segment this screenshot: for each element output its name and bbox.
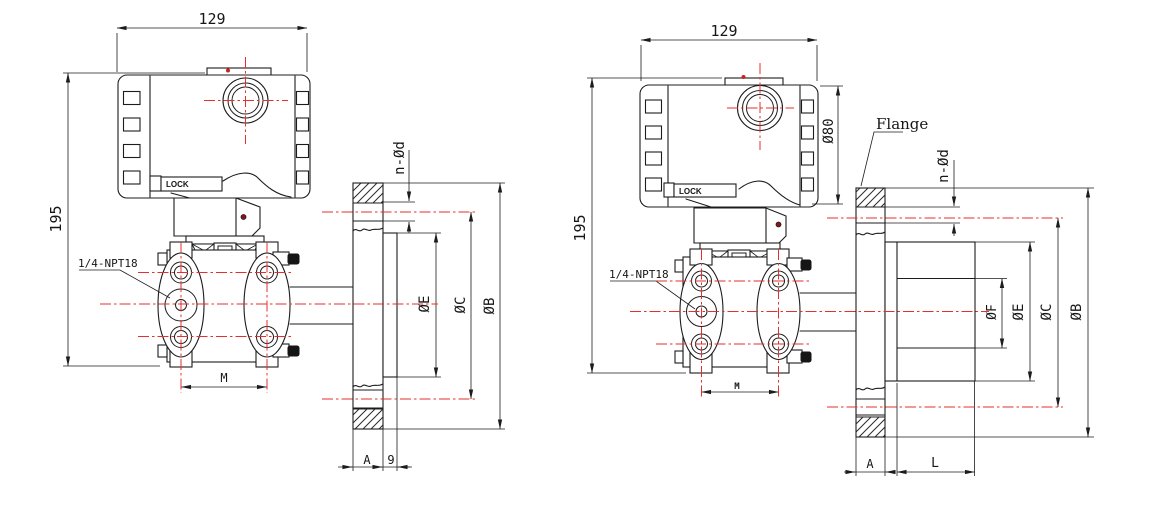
right-dim-l-label: L xyxy=(931,456,939,471)
left-dim-e-label: ØE xyxy=(417,296,433,313)
vent-bolt-bottom xyxy=(800,351,812,363)
electronics-neck xyxy=(693,207,787,244)
left-dim-width-label: 129 xyxy=(198,10,225,28)
left-dimensions xyxy=(63,25,505,471)
housing-cover-ribs-right xyxy=(800,99,815,192)
left-lock-label: LOCK xyxy=(166,180,189,189)
housing-cover-ribs-left xyxy=(122,90,141,185)
right-dim-b-label: ØB xyxy=(1069,304,1085,321)
housing-bottom-contour xyxy=(222,172,292,198)
left-dim-b-label: ØB xyxy=(482,298,498,315)
right-dim-height-label: 195 xyxy=(571,214,589,241)
right-flange-label: Flange xyxy=(876,115,928,133)
set-screw xyxy=(226,68,230,73)
right-centerlines xyxy=(630,63,1063,408)
impulse-pipe xyxy=(289,286,354,325)
right-dim-bolt-holes-label: n-Ød xyxy=(936,149,952,183)
vent-bolt-top xyxy=(800,259,812,271)
left-dim-bolt-holes-label: n-Ød xyxy=(392,141,408,175)
raised-face xyxy=(382,232,398,378)
port-leader xyxy=(79,269,171,299)
flange-leader xyxy=(860,131,903,187)
right-lock-label: LOCK xyxy=(679,187,702,196)
right-dimensions xyxy=(587,37,1094,476)
lock-plate: LOCK xyxy=(149,175,223,192)
right-dim-a-label: A xyxy=(866,457,874,471)
housing-cover-ribs-left xyxy=(644,99,663,192)
left-dim-m-label: M xyxy=(220,371,227,385)
left-port-label: 1/4-NPT18 xyxy=(78,257,138,270)
left-dim-c-label: ØC xyxy=(453,297,469,314)
right-dim-e-label: ØE xyxy=(1011,304,1027,321)
flange-hatch-top xyxy=(855,187,886,208)
flange-hatch-bottom xyxy=(352,408,384,430)
left-view-drawing: LOCK xyxy=(47,10,505,471)
vent-bolt-top xyxy=(287,253,300,265)
right-port-label: 1/4-NPT18 xyxy=(609,268,669,281)
break-line xyxy=(855,386,886,391)
right-dim-m-label: M xyxy=(734,382,740,392)
break-line xyxy=(352,227,384,232)
left-dim-9-label: 9 xyxy=(387,453,394,467)
impulse-pipe xyxy=(799,292,857,332)
set-screw xyxy=(741,75,746,79)
housing-bottom-contour xyxy=(738,180,801,206)
right-view-drawing: LOCK xyxy=(571,22,1094,476)
right-dim-80-label: Ø80 xyxy=(821,118,837,143)
left-dim-height-label: 195 xyxy=(47,205,65,232)
right-dim-c-label: ØC xyxy=(1039,304,1055,321)
right-dim-f-label: ØF xyxy=(985,304,1000,320)
mounting-flange xyxy=(855,187,976,438)
lock-plate: LOCK xyxy=(663,182,737,198)
electronics-neck xyxy=(173,197,261,237)
flange-hatch-top xyxy=(352,182,384,204)
ground-screw xyxy=(240,214,247,220)
vent-bolt-bottom xyxy=(287,345,300,357)
right-dim-width-label: 129 xyxy=(710,22,737,40)
left-dim-a-label: A xyxy=(363,453,371,467)
mounting-flange xyxy=(352,182,398,430)
flange-hatch-bottom xyxy=(855,416,886,438)
break-line xyxy=(855,231,886,236)
break-line xyxy=(352,383,384,388)
housing-cover-ribs-right xyxy=(295,90,310,185)
ground-screw xyxy=(775,221,782,228)
left-centerlines xyxy=(100,57,476,400)
